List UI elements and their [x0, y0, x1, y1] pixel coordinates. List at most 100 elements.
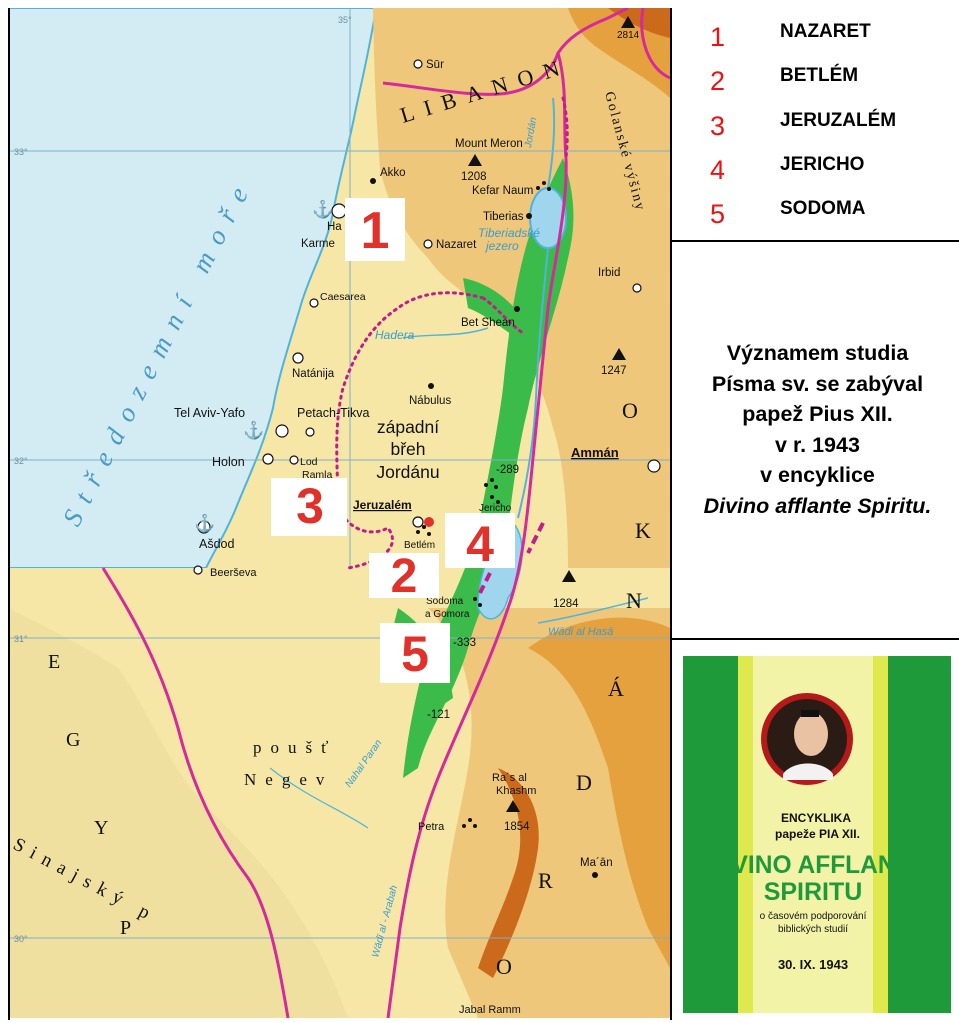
map-frame-left — [8, 8, 10, 1020]
info-line-2: Písma sv. se zabýval — [711, 371, 924, 396]
label-elev-m289: -289 — [496, 464, 519, 476]
legend-name: JERICHO — [780, 154, 865, 175]
wadi-hasa-stream — [537, 597, 649, 624]
mountain-hermon — [568, 8, 670, 98]
label-zapadni: západní — [377, 417, 439, 437]
marker-4-label: 4 — [466, 516, 494, 572]
peaks — [468, 16, 635, 812]
eg-letter-p: P — [120, 917, 131, 939]
town-dots — [370, 178, 598, 878]
legend-list: 1 NAZARET 2 BETLÉM 3 JERUZALÉM 4 JERICHO… — [680, 10, 955, 236]
graticule — [8, 8, 670, 939]
legend-name: NAZARET — [780, 21, 871, 42]
label-negev: Negev — [244, 770, 333, 789]
dead-sea-border — [478, 522, 545, 594]
label-sodoma: Sodoma — [426, 596, 464, 607]
marker-5: 5 — [380, 623, 450, 683]
eg-letter-y: Y — [94, 817, 108, 839]
map-svg: ⚓⚓⚓ 33° 32° 31° 30° 35° Středozemní moře… — [8, 8, 670, 1018]
lat-31: 31° — [14, 634, 28, 644]
legend-item-4: 4 JERICHO — [680, 153, 950, 193]
legend-name: SODOMA — [780, 198, 866, 219]
label-asdod: Ašdod — [199, 537, 234, 551]
svg-text:⚓: ⚓ — [243, 420, 264, 440]
marker-4: 4 — [445, 513, 515, 572]
label-amman: Ammán — [571, 445, 619, 460]
golan-border — [561, 96, 569, 160]
label-beerseva: Beerševa — [210, 567, 257, 579]
label-natanija: Natánija — [292, 368, 335, 380]
legend-name: BETLÉM — [780, 65, 859, 86]
label-irbid: Irbid — [598, 267, 620, 279]
marker-2: 2 — [369, 550, 439, 603]
label-poust: poušť — [253, 738, 337, 757]
jk-letter-o2: O — [496, 954, 512, 979]
label-jericho: Jericho — [479, 503, 512, 514]
legend-number: 5 — [710, 199, 726, 229]
marker-3: 3 — [271, 478, 347, 536]
lon-35: 35° — [338, 15, 352, 25]
eg-letter-e: E — [48, 651, 60, 673]
label-west-bank: západní břeh Jordánu — [376, 417, 439, 482]
label-jordan-country: O K N Á D R O — [496, 398, 651, 979]
label-egypt: E G Y P — [48, 651, 131, 939]
label-elev-m121: -121 — [427, 709, 450, 721]
label-mount-meron: Mount Meron — [455, 138, 523, 150]
jk-letter-d: D — [576, 770, 592, 795]
label-telaviv: Tel Aviv-Yafo — [174, 406, 245, 420]
label-elev-m333: -333 — [453, 637, 476, 649]
lat-33: 33° — [14, 147, 28, 157]
label-rasal: Ra´s al — [492, 772, 527, 784]
label-tiberiadske: Tiberiadské — [478, 226, 540, 240]
svg-text:⚓: ⚓ — [312, 199, 333, 219]
cover-svg: ENCYKLIKA papeže PIA XII. DIVINO AFFLANT… — [683, 656, 951, 1013]
label-jeruzalem: Jeruzalém — [353, 498, 412, 512]
label-nablus: Nábulus — [409, 395, 451, 407]
cover-date: 30. IX. 1943 — [778, 957, 848, 972]
cover-sub1: o časovém podporování — [760, 911, 867, 922]
label-hadera: Hadera — [375, 328, 415, 342]
place-labels: Sūr Mount Meron 1208 Akko Kefar Naum Tib… — [174, 30, 640, 1016]
marker-1-label: 1 — [361, 202, 390, 260]
borders — [101, 8, 670, 1018]
label-jabal-ramm: Jabal Ramm — [459, 1004, 521, 1016]
info-line-4: v r. 1943 — [775, 432, 860, 457]
label-kefar: Kefar Naum — [472, 185, 533, 197]
label-elev-1854: 1854 — [504, 821, 530, 833]
label-elev-1284: 1284 — [553, 598, 579, 610]
pope-portrait — [761, 693, 853, 785]
legend-name: JERUZALÉM — [780, 110, 897, 131]
nahal-paran-stream — [269, 767, 369, 829]
svg-text:⚓: ⚓ — [194, 513, 215, 533]
hadera-stream — [402, 327, 489, 339]
city-circles — [193, 59, 661, 575]
legend-number: 1 — [710, 22, 726, 52]
label-jezero: jezero — [484, 239, 519, 253]
cover-line2: papeže PIA XII. — [775, 827, 860, 841]
map-panel: ⚓⚓⚓ 33° 32° 31° 30° 35° Středozemní moře… — [8, 8, 670, 1018]
label-wadi-hasa: Wādī al Hasā — [548, 626, 613, 638]
port-anchors: ⚓ ⚓ ⚓ — [194, 199, 333, 533]
encyclical-cover: ENCYKLIKA papeže PIA XII. DIVINO AFFLANT… — [683, 656, 951, 1013]
label-holon: Holon — [212, 455, 245, 469]
info-line-5: v encyklice — [760, 463, 875, 487]
label-elev-2814: 2814 — [617, 30, 640, 41]
marker-1: 1 — [345, 198, 405, 261]
marker-2-label: 2 — [391, 550, 418, 603]
label-maan: Ma´ān — [580, 857, 613, 869]
label-petach: Petach-Tikva — [297, 406, 370, 420]
info-line-1: Významem studia — [726, 341, 909, 365]
label-nazaret: Nazaret — [436, 239, 477, 251]
label-meron-elev: 1208 — [461, 171, 487, 183]
label-betshean: Bet Shean — [461, 317, 515, 329]
mediterranean-sea — [8, 8, 378, 569]
jezreel-valley — [463, 278, 533, 348]
label-tiberias: Tiberias — [483, 211, 524, 223]
jk-letter-a: Á — [608, 676, 624, 701]
info-line-6: Divino afflante Spiritu. — [703, 493, 932, 518]
label-sur: Sūr — [426, 59, 444, 71]
legend-item-3: 3 JERUZALÉM — [680, 109, 950, 149]
west-bank-border — [335, 291, 485, 570]
label-haifa: Ha — [327, 221, 342, 233]
legend-number: 4 — [710, 155, 726, 185]
